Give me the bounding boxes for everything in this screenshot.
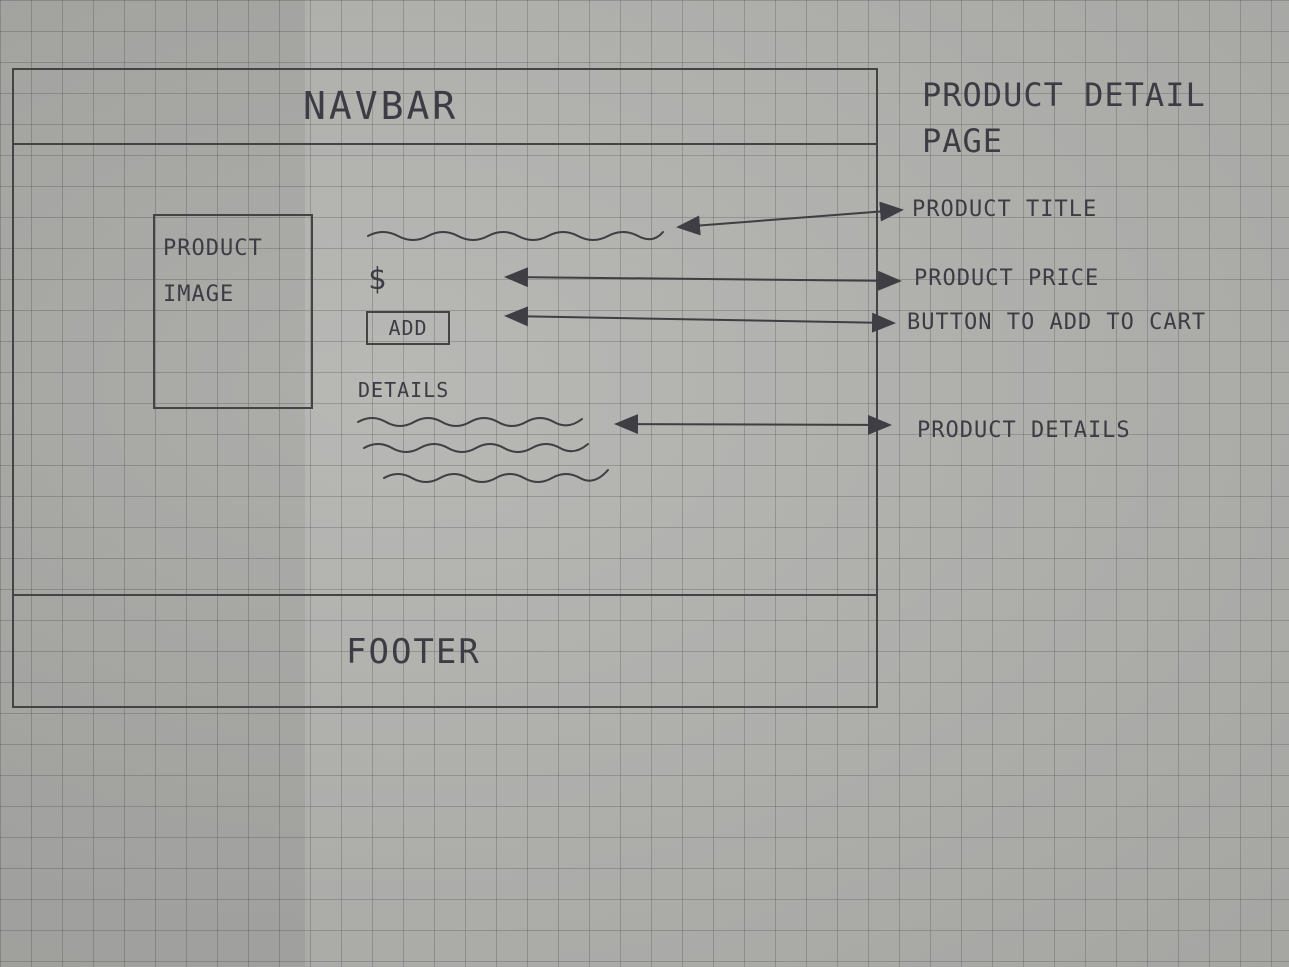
arrow-product-title	[676, 201, 904, 236]
footer-section	[14, 594, 876, 706]
navbar-section	[14, 70, 876, 145]
details-squiggle-1	[357, 417, 583, 427]
details-squiggle-2	[363, 443, 589, 453]
product-image-label: PRODUCT IMAGE	[163, 236, 263, 307]
footer-label: FOOTER	[346, 632, 481, 672]
price-symbol: $	[368, 262, 388, 297]
annotation-product-price: PRODUCT PRICE	[914, 266, 1100, 291]
annotation-add-to-cart: BUTTON TO ADD TO CART	[907, 310, 1207, 335]
navbar-label: NAVBAR	[303, 84, 459, 128]
product-image-placeholder	[153, 214, 313, 409]
annotation-product-details: PRODUCT DETAILS	[917, 418, 1131, 443]
details-label: DETAILS	[358, 378, 450, 402]
arrow-product-details	[614, 414, 892, 435]
annotation-product-title: PRODUCT TITLE	[912, 197, 1098, 222]
arrow-add-to-cart	[504, 306, 896, 333]
page-title: PRODUCT DETAIL PAGE	[922, 76, 1206, 160]
add-to-cart-button[interactable]: ADD	[366, 311, 450, 345]
arrow-product-price	[504, 267, 902, 291]
wireframe-frame	[12, 68, 878, 708]
title-squiggle	[367, 231, 664, 241]
details-squiggle-3	[383, 469, 609, 483]
